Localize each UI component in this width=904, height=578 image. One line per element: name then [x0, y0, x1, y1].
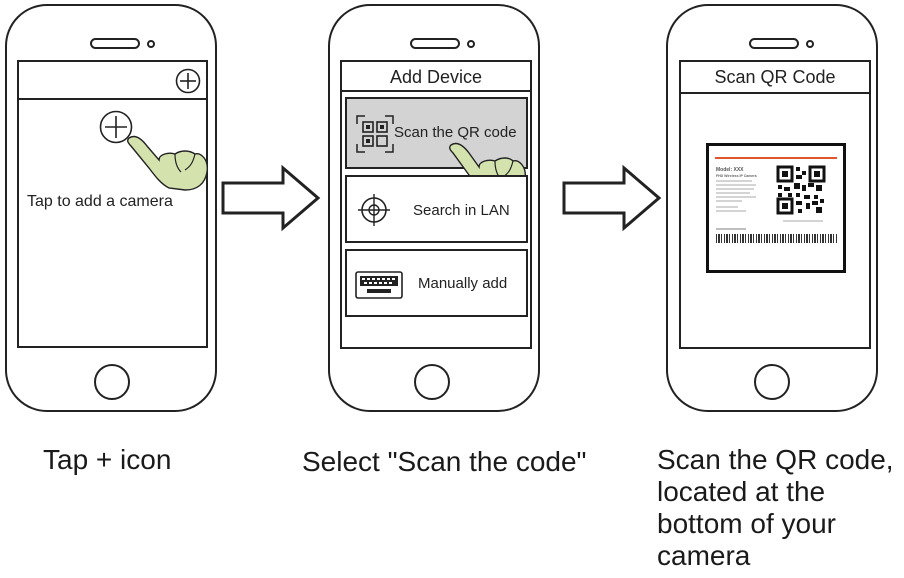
phone-1-topbar — [19, 62, 206, 100]
scan-qr-option[interactable]: Scan the QR code — [345, 97, 528, 198]
page-title: Scan QR Code — [714, 67, 836, 87]
phone-camera-dot — [147, 40, 155, 48]
phone-speaker — [749, 38, 799, 49]
phone-speaker — [90, 38, 140, 49]
manual-add-option[interactable]: Manually add — [345, 249, 528, 317]
option-label: Manually add — [418, 275, 508, 292]
caption-line: bottom of your — [657, 508, 836, 539]
phone-1-screen: Tap to add a camera — [17, 60, 209, 348]
crosshair-icon — [358, 194, 390, 226]
qr-code-icon — [356, 115, 394, 153]
caption-line: camera — [657, 540, 751, 571]
add-device-titlebar: Add Device — [342, 62, 530, 92]
add-camera-icon[interactable] — [99, 110, 133, 144]
label-product-text: FHD Wireless IP Camera — [716, 174, 757, 178]
step-2-caption: Select "Scan the code" — [302, 446, 587, 477]
add-icon[interactable] — [175, 68, 201, 94]
keyboard-icon — [355, 271, 403, 299]
label-fine-print — [716, 180, 756, 212]
page-title: Add Device — [389, 67, 483, 87]
scan-viewfinder: Model: XXX FHD Wireless IP Camera — [706, 143, 846, 273]
arrow-right-icon — [221, 164, 321, 232]
scan-qr-titlebar: Scan QR Code — [681, 62, 869, 94]
phone-2: Add Device Scan the QR code — [328, 4, 540, 412]
phone-3-screen: Scan QR Code Model: XXX FHD Wireless IP … — [679, 60, 871, 349]
label-accent-line — [715, 157, 837, 159]
option-label: Scan the QR code — [394, 124, 517, 141]
home-button[interactable] — [754, 364, 790, 400]
phone-speaker — [410, 38, 460, 49]
tap-instruction-text: Tap to add a camera — [27, 193, 173, 210]
arrow-right-icon — [562, 164, 662, 232]
home-button[interactable] — [414, 364, 450, 400]
label-serial-text — [716, 228, 746, 230]
phone-camera-dot — [806, 40, 814, 48]
step-1-caption: Tap + icon — [43, 444, 172, 475]
phone-1: Tap to add a camera — [5, 4, 217, 412]
hand-pointer-icon — [127, 135, 209, 191]
phone-camera-dot — [467, 40, 475, 48]
phone-2-screen: Add Device Scan the QR code — [340, 60, 532, 349]
option-label: Search in LAN — [413, 202, 510, 219]
barcode — [716, 234, 837, 243]
home-button[interactable] — [94, 364, 130, 400]
qr-code-image — [776, 165, 826, 215]
label-small-text — [783, 220, 823, 222]
label-model-text: Model: XXX — [716, 167, 744, 173]
search-lan-option[interactable]: Search in LAN — [345, 175, 528, 243]
step-3-caption: Scan the QR code, located at the bottom … — [657, 444, 894, 572]
caption-line: located at the — [657, 476, 826, 507]
caption-line: Scan the QR code, — [657, 444, 894, 475]
phone-3: Scan QR Code Model: XXX FHD Wireless IP … — [666, 4, 878, 412]
